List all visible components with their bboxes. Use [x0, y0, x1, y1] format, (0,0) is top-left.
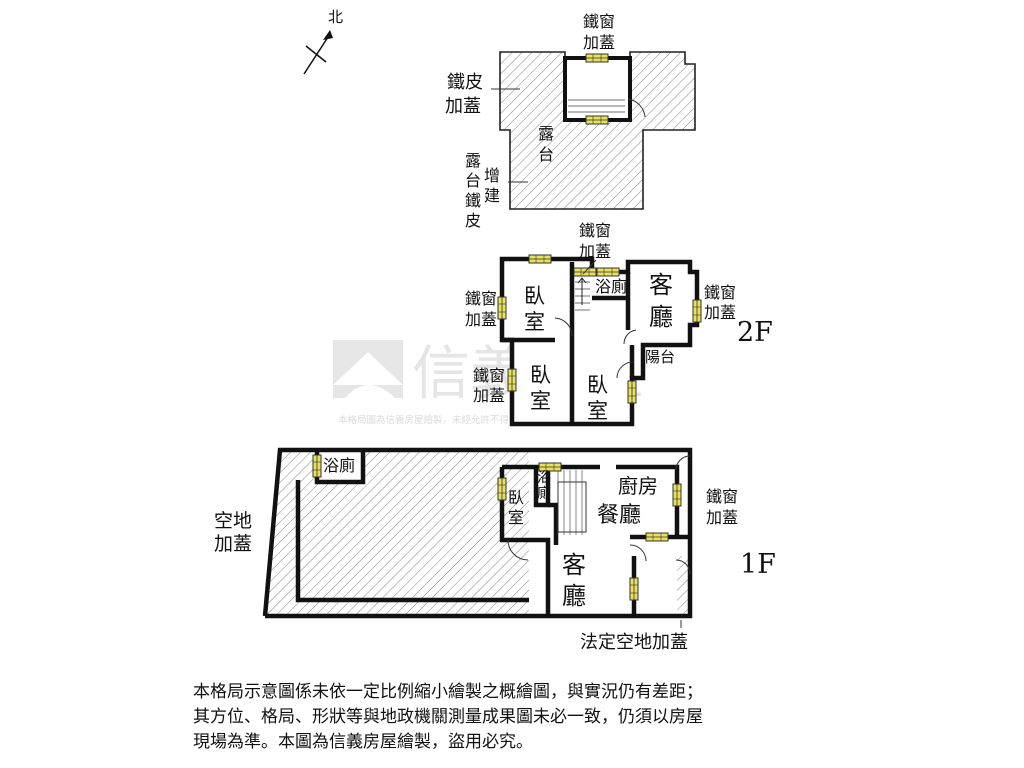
f1-kitchen-label: 廚房	[618, 474, 658, 498]
f1-open-space-label-2: 加蓋	[214, 533, 252, 555]
f1-interior	[529, 467, 677, 616]
roof-sheet-label-2: 加蓋	[445, 96, 481, 117]
f1-bath-small-label-2: 廁	[537, 485, 551, 502]
window	[627, 380, 637, 404]
compass-cross	[305, 45, 327, 63]
window	[672, 483, 682, 507]
door-swing	[675, 455, 691, 471]
window	[312, 454, 322, 478]
f1-legal-space-label: 法定空地加蓋	[580, 632, 688, 653]
disclaimer-note: 本格局示意圖係未依一定比例縮小繪製之概繪圖，與實況仍有差距； 其方位、格局、形狀…	[193, 680, 853, 755]
f2-window-right-label-1: 鐵窗	[704, 283, 736, 302]
floor-2-label: 2F	[737, 317, 773, 348]
window	[497, 296, 507, 320]
f2-window-top-label-1: 鐵窗	[579, 221, 611, 240]
terrace-ext-label-2: 台	[465, 171, 481, 190]
f1-stair-frame	[557, 481, 587, 533]
roof-window-top	[585, 53, 609, 63]
f1-living-label-2: 廳	[562, 582, 586, 610]
north-compass: 北	[303, 8, 343, 75]
roof-sheet-label-1: 鐵皮	[447, 72, 483, 93]
door-swing	[616, 361, 634, 379]
window	[497, 477, 507, 501]
roof-plan: 鐵窗 加蓋 鐵皮 加蓋 露 台 露 台 鐵 皮 增 建	[445, 12, 696, 230]
f1-open-space-label-1: 空地	[214, 510, 252, 532]
roof-stairs	[568, 99, 625, 113]
f1-open-space	[265, 450, 529, 616]
door-swing	[554, 317, 573, 337]
terrace-label-2: 台	[538, 145, 554, 164]
f1-bath-left	[317, 452, 363, 482]
roof-door	[627, 98, 646, 118]
window	[528, 254, 552, 264]
f2-bedroom-a-label-1: 臥	[524, 284, 545, 308]
f2-bathroom-label: 浴廁	[595, 277, 627, 296]
window	[645, 532, 669, 542]
f2-window-lower-label-1: 鐵窗	[473, 366, 505, 385]
f2-bedroom-b-label-2: 室	[530, 389, 551, 413]
f2-bedroom-b-label-1: 臥	[530, 363, 551, 387]
f2-bedroom-a-label-2: 室	[524, 310, 545, 334]
terrace-ext-label-6: 建	[484, 186, 500, 205]
roof-window-bottom	[585, 115, 609, 125]
f1-living-label-1: 客	[562, 551, 586, 579]
terrace-ext-label-4: 皮	[465, 211, 481, 230]
window	[692, 299, 702, 323]
terrace-ext-label-3: 鐵	[465, 191, 481, 210]
f2-bedroom-c-label-2: 室	[587, 399, 608, 423]
roof-window-label-1: 鐵窗	[583, 12, 615, 31]
f2-window-top-label-2: 加蓋	[579, 242, 611, 261]
compass-north-label: 北	[328, 8, 343, 26]
floor-1-label: 1F	[740, 549, 776, 580]
f2-balcony-label: 陽台	[645, 348, 675, 366]
window	[629, 577, 639, 601]
f1-bath-left-label: 浴廁	[323, 456, 355, 475]
f2-bedroom-c-label-1: 臥	[587, 373, 608, 397]
window	[507, 368, 517, 392]
roof-stair-room	[563, 56, 632, 122]
disclaimer-line: 現場為準。本圖為信義房屋繪製，盜用必究。	[193, 732, 533, 752]
floor-2-plan: 鐵窗 加蓋 鐵窗 加蓋 鐵窗 加蓋 鐵窗 加蓋 臥 室 臥 室 臥 室 浴廁 客…	[465, 221, 773, 427]
f2-window-right-label-2: 加蓋	[704, 303, 736, 322]
watermark-logo	[333, 340, 403, 398]
floor-1-plan: 浴廁 浴 廁 臥 室 廚房 餐廳 客 廳 空地 加蓋 鐵窗 加蓋 法定空地加蓋 …	[214, 447, 776, 653]
f1-bath-small-label-1: 浴	[537, 470, 551, 486]
floor-2-walls	[502, 262, 635, 424]
door-swing	[623, 329, 637, 345]
terrace-ext-label-1: 露	[465, 151, 481, 170]
door-swing	[629, 544, 647, 562]
terrace-ext-label-5: 增	[484, 166, 500, 185]
disclaimer-line: 其方位、格局、形狀等與地政機關測量成果圖未必一致，仍須以房屋	[193, 707, 703, 727]
door-swing	[675, 559, 691, 575]
leader-line	[582, 259, 597, 275]
door-swing	[507, 539, 529, 561]
f1-bedroom-label-2: 室	[508, 508, 524, 527]
f1-window-label-1: 鐵窗	[706, 487, 738, 506]
stairs-arrow-icon	[577, 277, 587, 305]
window	[596, 267, 620, 277]
f1-bedroom-label-1: 臥	[508, 488, 524, 507]
f2-living-label-2: 廳	[649, 303, 673, 331]
f1-window-label-2: 加蓋	[706, 508, 738, 527]
f2-window-lower-label-2: 加蓋	[473, 386, 505, 405]
f2-window-left-label-2: 加蓋	[465, 310, 497, 329]
compass-arrowhead	[323, 30, 333, 40]
f2-living-label-1: 客	[649, 271, 673, 299]
terrace-label-1: 露	[538, 124, 554, 143]
roof-window-label-2: 加蓋	[583, 33, 615, 52]
f1-dining-label: 餐廳	[597, 503, 641, 528]
f2-window-left-label-1: 鐵窗	[465, 289, 497, 308]
disclaimer-line: 本格局示意圖係未依一定比例縮小繪製之概繪圖，與實況仍有差距；	[193, 682, 703, 702]
